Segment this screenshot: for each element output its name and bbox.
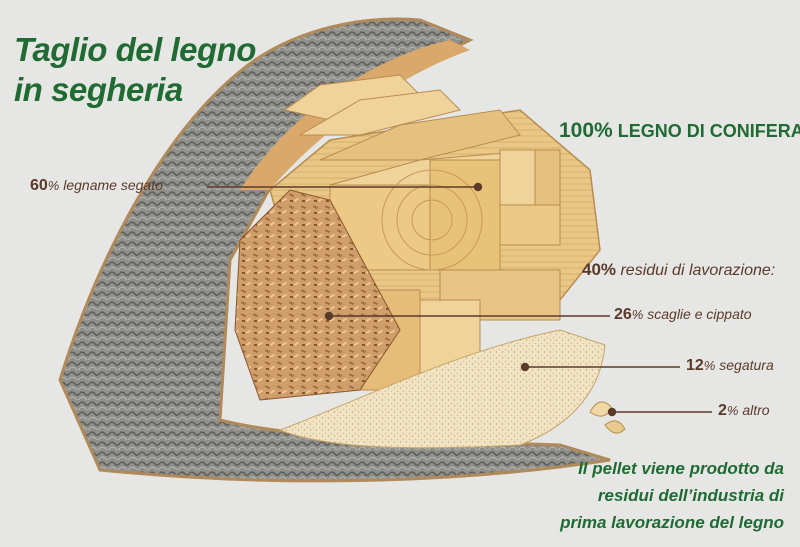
label-segatura-num: 12 [686,357,704,374]
leader-lines [207,182,712,417]
pellet-note-line-1: Il pellet viene prodotto da [578,459,784,478]
label-segatura-unit: % [703,358,716,373]
label-legname-num: 60 [30,177,48,194]
conifer-header: 100% LEGNO DI CONIFERA [559,119,800,143]
label-legname-unit: % [47,178,60,193]
label-legname-segato: 60% legname segato [30,177,163,195]
label-scaglie-cippato: 26% scaglie e cippato [614,306,752,324]
label-altro-text: altro [738,402,770,418]
sawdust [278,329,606,449]
shavings [589,401,626,434]
conifer-text: LEGNO DI CONIFERA [617,121,800,141]
residui-heading: 40% residui di lavorazione: [582,260,775,280]
wood-chips [234,189,401,401]
label-scaglie-text: scaglie e cippato [643,306,752,322]
label-altro-num: 2 [718,402,727,419]
label-altro-unit: % [726,403,739,418]
label-altro: 2% altro [718,402,770,420]
title-line-2: in segheria [14,71,183,108]
page-title: Taglio del legno in segheria [14,30,256,110]
title-line-1: Taglio del legno [14,31,256,68]
label-segatura-text: segatura [715,357,774,373]
label-scaglie-num: 26 [614,306,632,323]
sapwood-rim [240,40,470,190]
residui-percentage: 40% [582,260,617,279]
conifer-percentage: 100% [559,119,613,142]
pellet-note-line-2: residui dell’industria di [597,486,784,505]
label-segatura: 12% segatura [686,357,774,375]
label-legname-text: legname segato [59,177,163,193]
residui-text: residui di lavorazione: [616,262,776,279]
pellet-note: Il pellet viene prodotto da residui dell… [560,455,784,536]
label-scaglie-unit: % [631,307,644,322]
pellet-note-line-3: prima lavorazione del legno [560,513,784,532]
